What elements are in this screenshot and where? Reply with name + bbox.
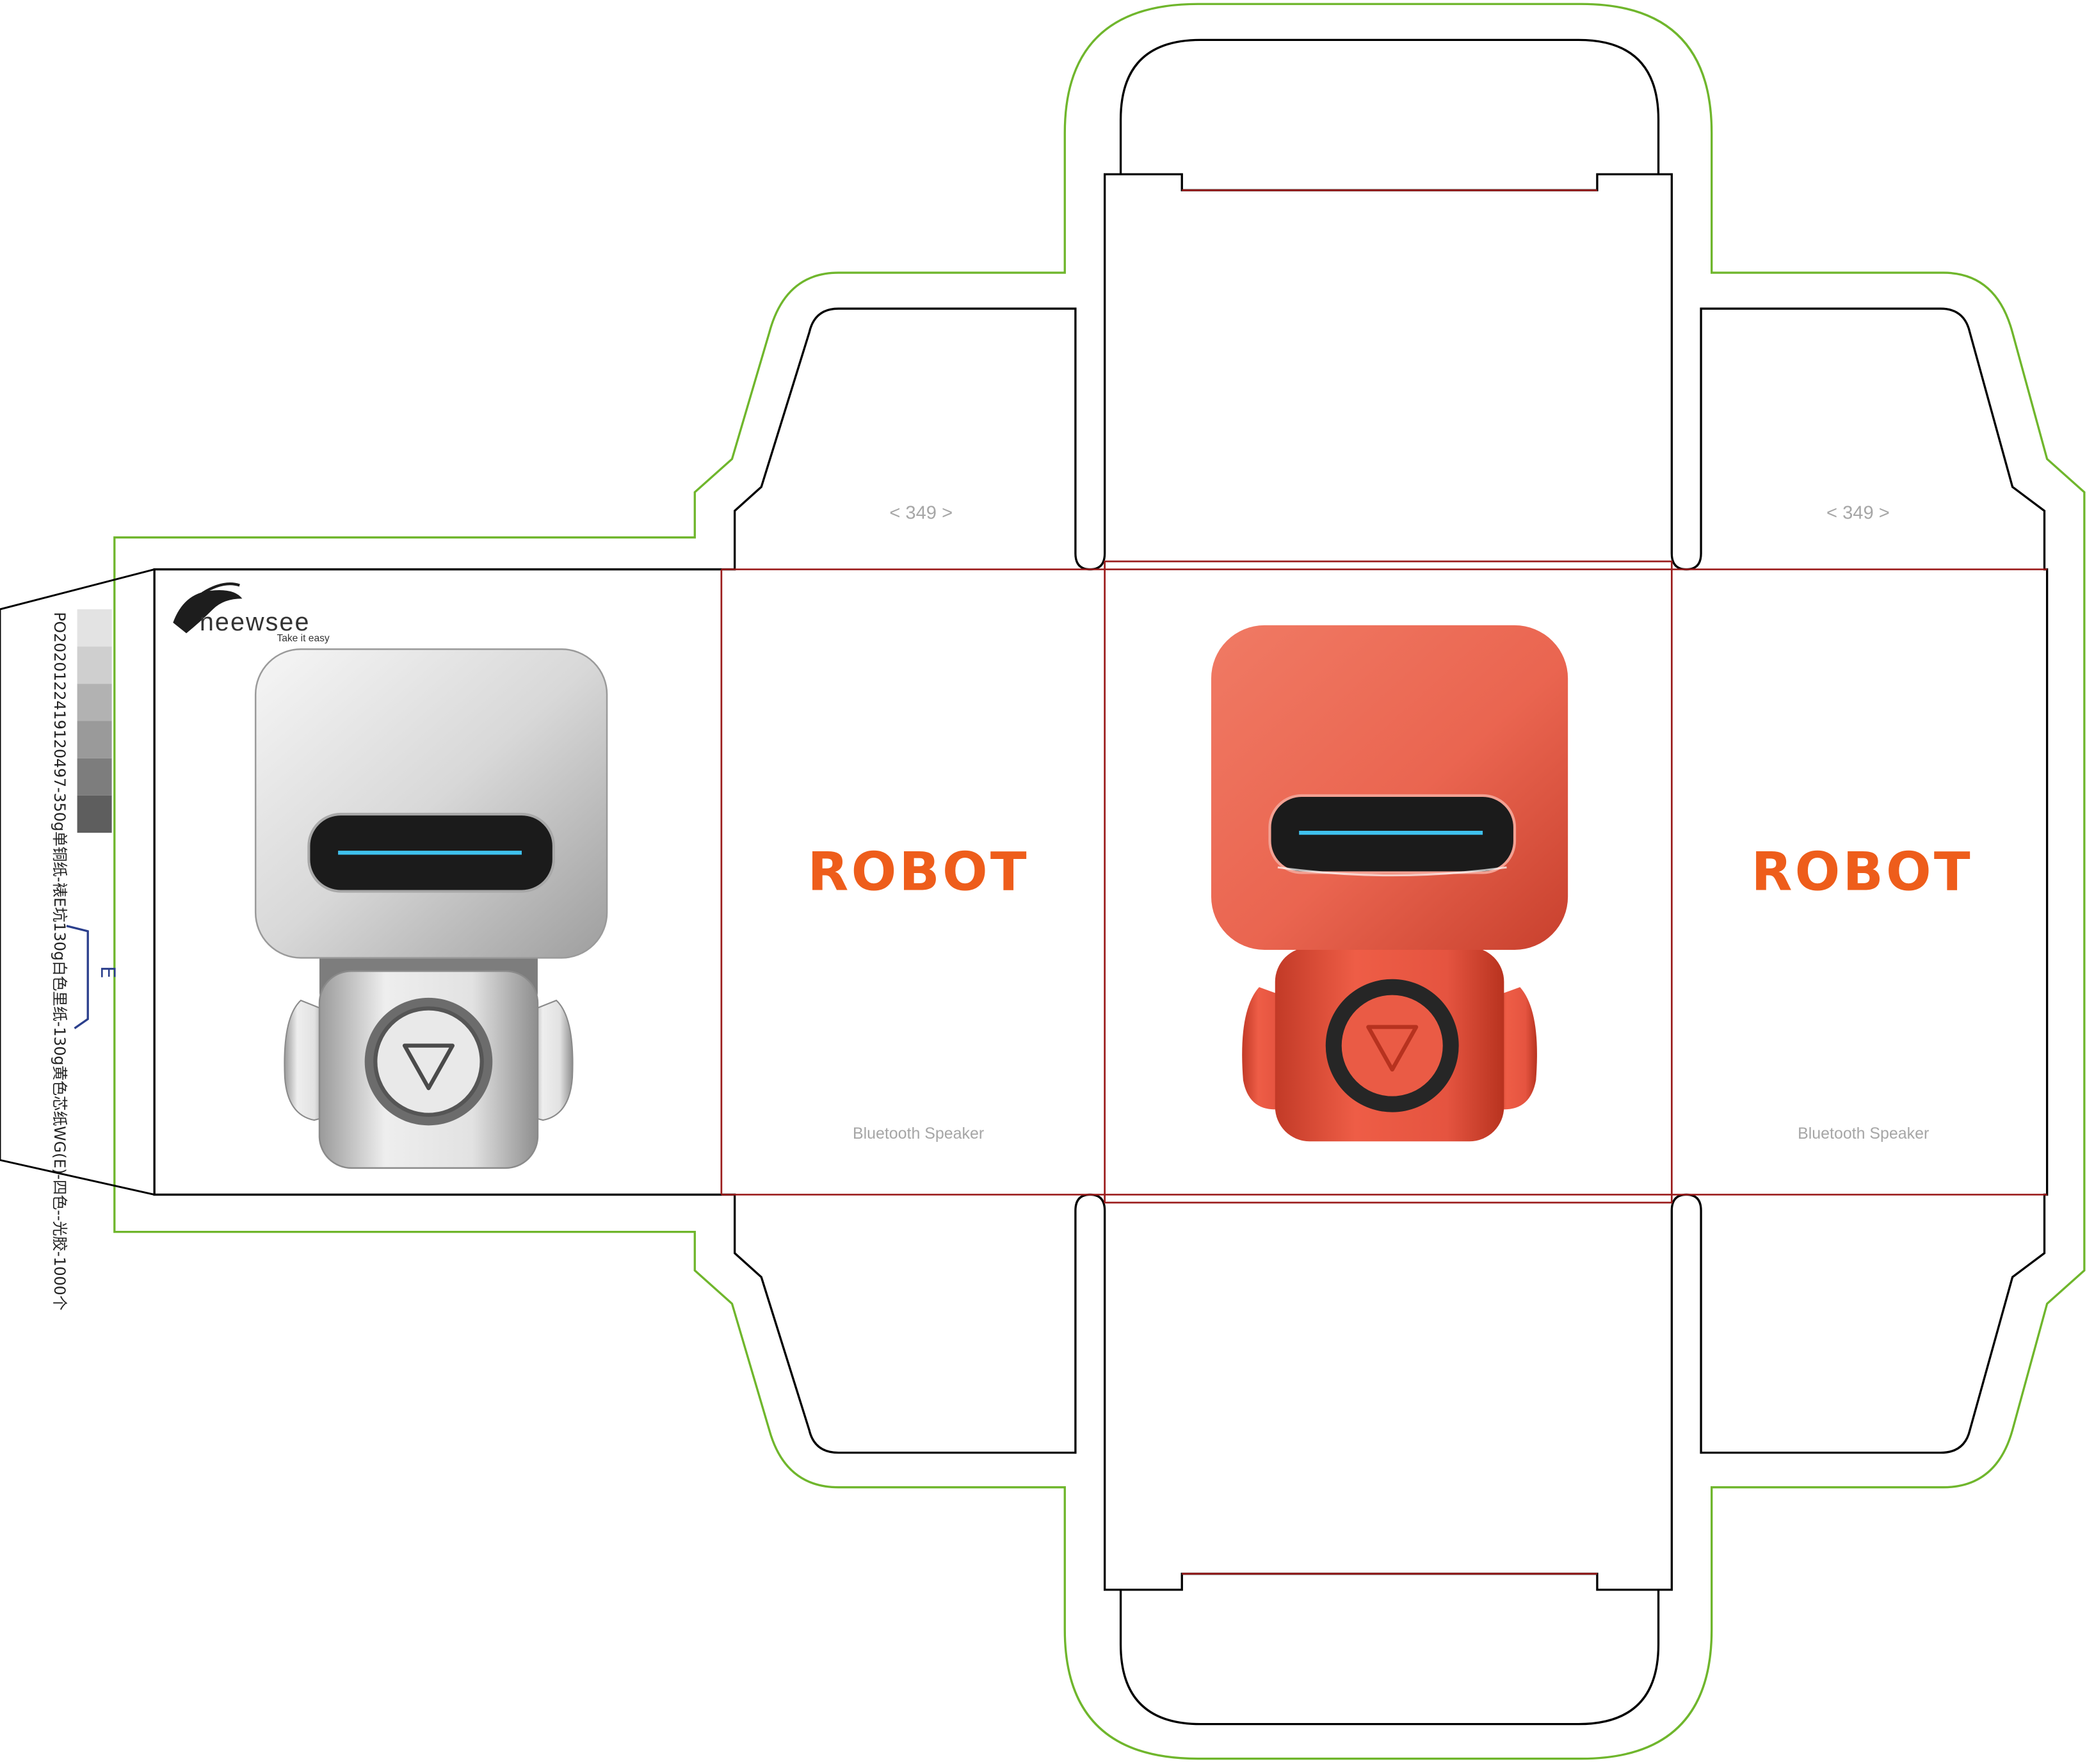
page-marker-left: < 349 > (889, 503, 953, 524)
page-marker-right: < 349 > (1826, 503, 1890, 524)
white-robot-image (254, 648, 608, 1169)
bottom-tuck-tab (1119, 1589, 1660, 1726)
subtitle-right: Bluetooth Speaker (1798, 1125, 1929, 1143)
print-job-text: PO2020122419120497-350g单铜纸-裱E坑130g白色里纸-1… (51, 612, 68, 1310)
robot-title-left: ROBOT (807, 840, 1029, 902)
robot-title-right: ROBOT (1751, 840, 1972, 902)
gray-scale-swatch (77, 609, 112, 833)
glue-flap (0, 568, 155, 1196)
brand-name: neewsee (200, 608, 310, 636)
brand-tagline: Take it easy (277, 633, 329, 644)
arrow-direction-icon: E (66, 924, 119, 1029)
crease-lines (720, 189, 2047, 1575)
top-tuck-tab (1119, 38, 1660, 175)
subtitle-left: Bluetooth Speaker (853, 1125, 984, 1143)
bleed-outline (113, 3, 2086, 1760)
rabbit-logo-icon (173, 582, 243, 634)
red-robot-image (1211, 625, 1568, 1142)
flute-mark: E (96, 966, 119, 979)
